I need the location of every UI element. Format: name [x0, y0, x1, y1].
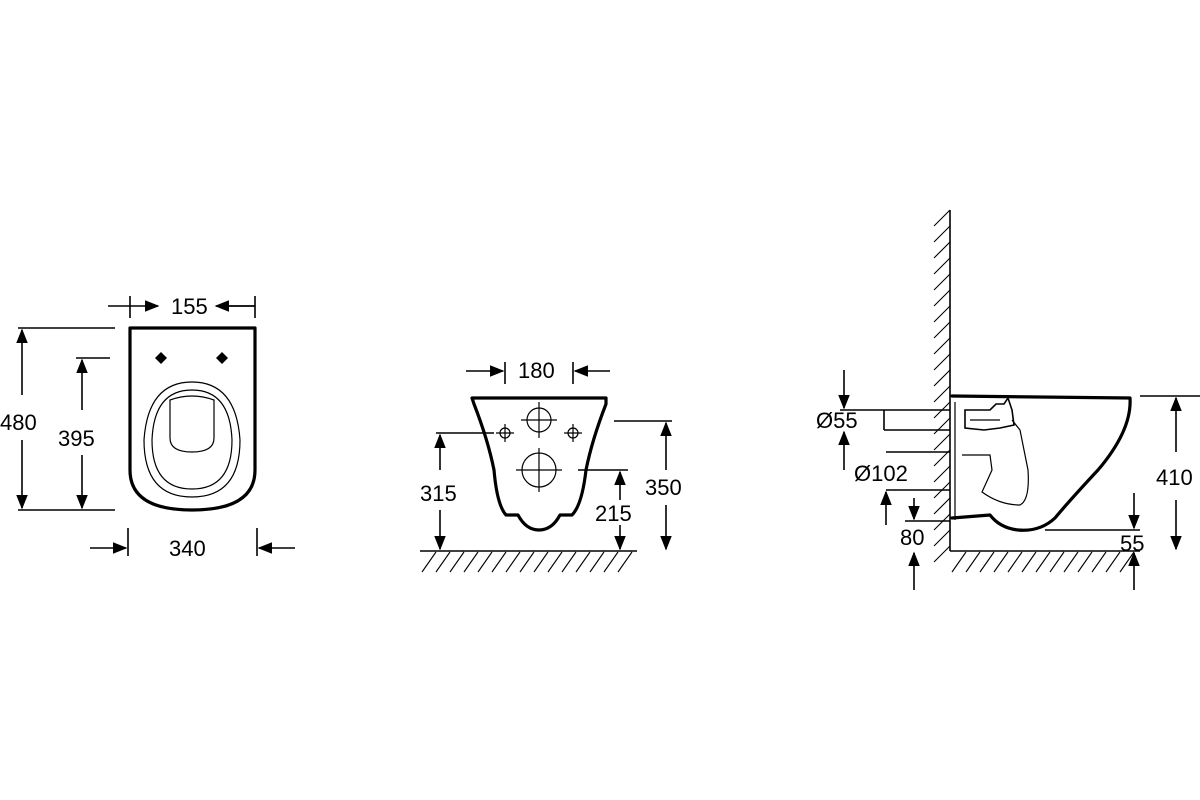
- bolt-hole-right: [216, 352, 228, 364]
- mounting-hole-right: [564, 424, 582, 442]
- dim-315: 315: [420, 481, 457, 506]
- dim-340: 340: [169, 536, 206, 561]
- side-floor-hatch: [951, 551, 1135, 573]
- dim-215: 215: [595, 501, 632, 526]
- top-view: 155 480 395 340: [0, 294, 295, 561]
- floor-hatch: [421, 551, 633, 573]
- top-view-seat-outer: [143, 381, 241, 498]
- side-view-outline: [950, 394, 1132, 532]
- dim-395: 395: [58, 426, 95, 451]
- dim-55: 55: [1120, 531, 1144, 556]
- top-view-bowl-opening: [169, 395, 215, 453]
- top-view-seat-inner: [151, 389, 233, 490]
- dim-80: 80: [900, 525, 924, 550]
- outlet-hole: [516, 448, 562, 492]
- dim-410: 410: [1156, 465, 1193, 490]
- top-view-outline: [128, 326, 257, 512]
- side-view: Ø55 Ø102 80 410 55: [816, 209, 1200, 590]
- side-view-interior: [954, 402, 1029, 520]
- front-view-outline: [470, 396, 608, 532]
- wall-hatch: [933, 209, 951, 563]
- dim-water-inlet: Ø55: [816, 408, 858, 433]
- dim-480: 480: [0, 410, 37, 435]
- dim-drain-diameter: Ø102: [854, 461, 908, 486]
- bolt-hole-left: [155, 352, 167, 364]
- dim-350: 350: [645, 475, 682, 500]
- front-view: 180 315 215 350: [420, 358, 682, 573]
- mounting-hole-left: [496, 424, 514, 442]
- dim-155: 155: [171, 294, 208, 319]
- water-inlet-fitting: [964, 396, 1015, 431]
- mounting-hole-top: [521, 402, 557, 438]
- dim-180: 180: [518, 358, 555, 383]
